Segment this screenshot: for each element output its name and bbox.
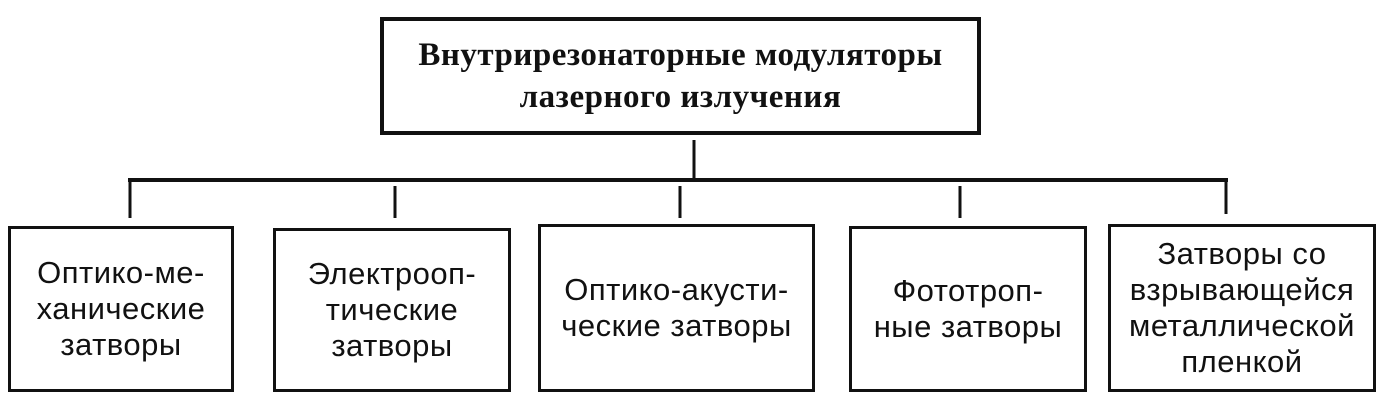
child-node-exploding-film: Затворы со взрывающейся металлической пл… — [1108, 224, 1376, 392]
root-node-box: Внутрирезонаторные модуляторы лазерного … — [380, 17, 981, 135]
child-node-label: Фототроп- ные затворы — [873, 273, 1063, 344]
child-node-label: Оптико-акусти- ческие затворы — [561, 272, 792, 343]
child-node-optomechanical: Оптико-ме- ханические затворы — [8, 226, 234, 392]
child-node-label: Затворы со взрывающейся металлической пл… — [1129, 236, 1355, 379]
child-node-label: Электрооп- тические затворы — [307, 256, 477, 363]
child-node-phototropic: Фототроп- ные затворы — [849, 226, 1087, 392]
child-node-label: Оптико-ме- ханические затворы — [36, 255, 206, 362]
child-node-acoustooptical: Оптико-акусти- ческие затворы — [538, 224, 815, 392]
child-node-electrooptical: Электрооп- тические затворы — [273, 228, 511, 392]
root-node-label: Внутрирезонаторные модуляторы лазерного … — [418, 37, 943, 115]
